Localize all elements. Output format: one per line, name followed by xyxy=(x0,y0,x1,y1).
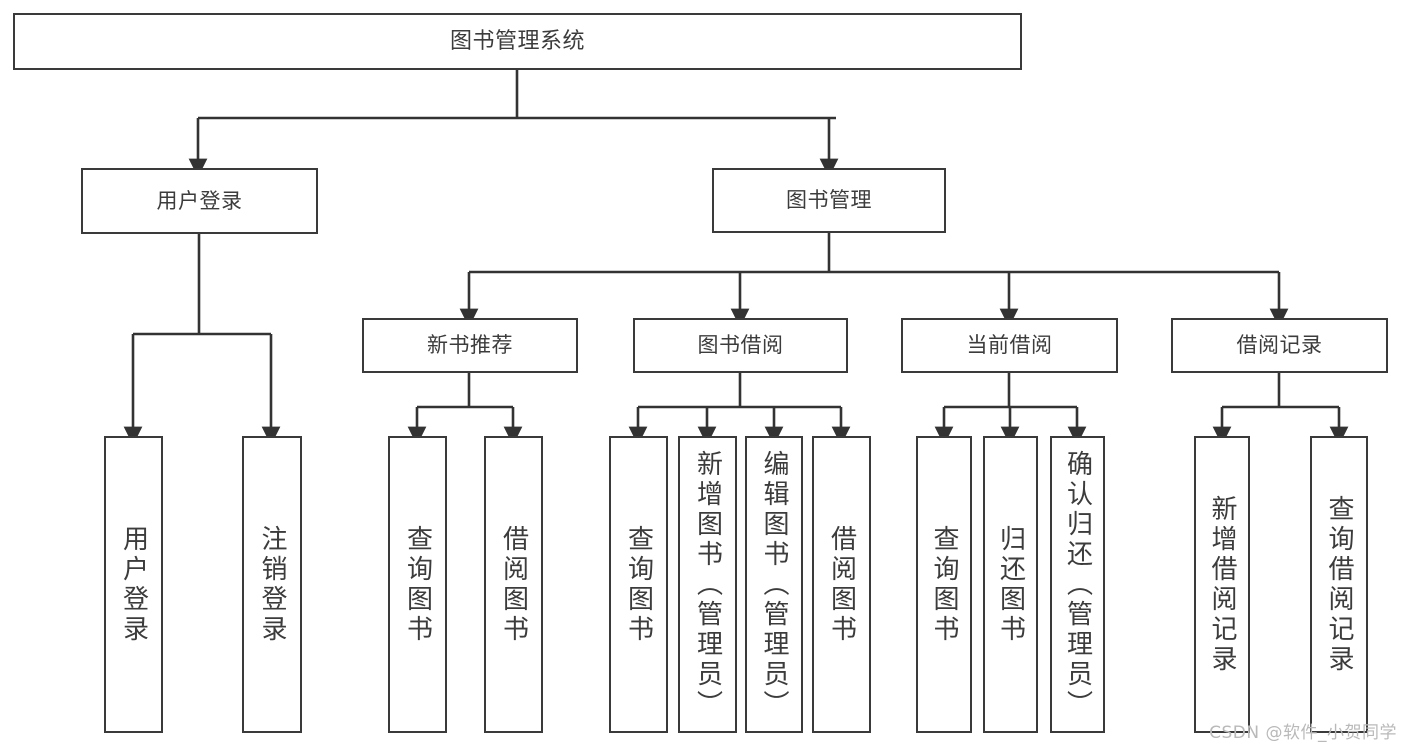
node-leaf-query-book-2[interactable]: 查询图书 xyxy=(609,436,668,733)
node-leaf-edit-book[interactable]: 编辑图书（管理员） xyxy=(745,436,803,733)
node-new-book-recommend-label: 新书推荐 xyxy=(427,333,513,358)
node-leaf-user-login[interactable]: 用户登录 xyxy=(104,436,163,733)
node-leaf-borrow-book-1[interactable]: 借阅图书 xyxy=(484,436,543,733)
node-book-management[interactable]: 图书管理 xyxy=(712,168,946,233)
node-leaf-confirm-return[interactable]: 确认归还（管理员） xyxy=(1050,436,1105,733)
node-borrow-record-label: 借阅记录 xyxy=(1236,333,1323,358)
node-leaf-borrow-book-2[interactable]: 借阅图书 xyxy=(812,436,871,733)
node-leaf-user-login-label: 用户登录 xyxy=(118,524,149,645)
node-leaf-query-book-1[interactable]: 查询图书 xyxy=(388,436,447,733)
node-leaf-add-book-label: 新增图书（管理员） xyxy=(692,449,723,720)
node-root-system[interactable]: 图书管理系统 xyxy=(13,13,1022,70)
node-leaf-query-record-label: 查询借阅记录 xyxy=(1324,494,1354,675)
node-leaf-edit-book-label: 编辑图书（管理员） xyxy=(759,449,789,720)
node-leaf-add-record-label: 新增借阅记录 xyxy=(1207,494,1237,675)
node-book-borrow[interactable]: 图书借阅 xyxy=(633,318,848,373)
node-borrow-record[interactable]: 借阅记录 xyxy=(1171,318,1388,373)
node-current-borrow-label: 当前借阅 xyxy=(966,333,1053,358)
node-user-login-label: 用户登录 xyxy=(156,188,243,213)
node-leaf-add-record[interactable]: 新增借阅记录 xyxy=(1194,436,1250,733)
node-leaf-logout-login[interactable]: 注销登录 xyxy=(242,436,302,733)
node-root-system-label: 图书管理系统 xyxy=(449,28,585,54)
node-leaf-add-book[interactable]: 新增图书（管理员） xyxy=(678,436,737,733)
node-leaf-return-book[interactable]: 归还图书 xyxy=(983,436,1038,733)
node-leaf-query-book-3-label: 查询图书 xyxy=(929,524,959,645)
node-leaf-borrow-book-2-label: 借阅图书 xyxy=(826,524,857,645)
node-leaf-confirm-return-label: 确认归还（管理员） xyxy=(1062,449,1093,720)
node-book-management-label: 图书管理 xyxy=(786,188,872,213)
node-new-book-recommend[interactable]: 新书推荐 xyxy=(362,318,578,373)
node-leaf-query-book-1-label: 查询图书 xyxy=(402,524,433,645)
node-user-login[interactable]: 用户登录 xyxy=(81,168,318,234)
node-leaf-query-book-3[interactable]: 查询图书 xyxy=(916,436,972,733)
node-book-borrow-label: 图书借阅 xyxy=(697,333,784,358)
node-current-borrow[interactable]: 当前借阅 xyxy=(901,318,1118,373)
node-leaf-query-book-2-label: 查询图书 xyxy=(623,524,654,645)
node-leaf-return-book-label: 归还图书 xyxy=(995,524,1026,645)
watermark-text: CSDN @软件_小贺同学 xyxy=(1209,723,1397,743)
node-leaf-logout-login-label: 注销登录 xyxy=(257,524,287,645)
node-leaf-query-record[interactable]: 查询借阅记录 xyxy=(1310,436,1368,733)
node-leaf-borrow-book-1-label: 借阅图书 xyxy=(498,524,529,645)
